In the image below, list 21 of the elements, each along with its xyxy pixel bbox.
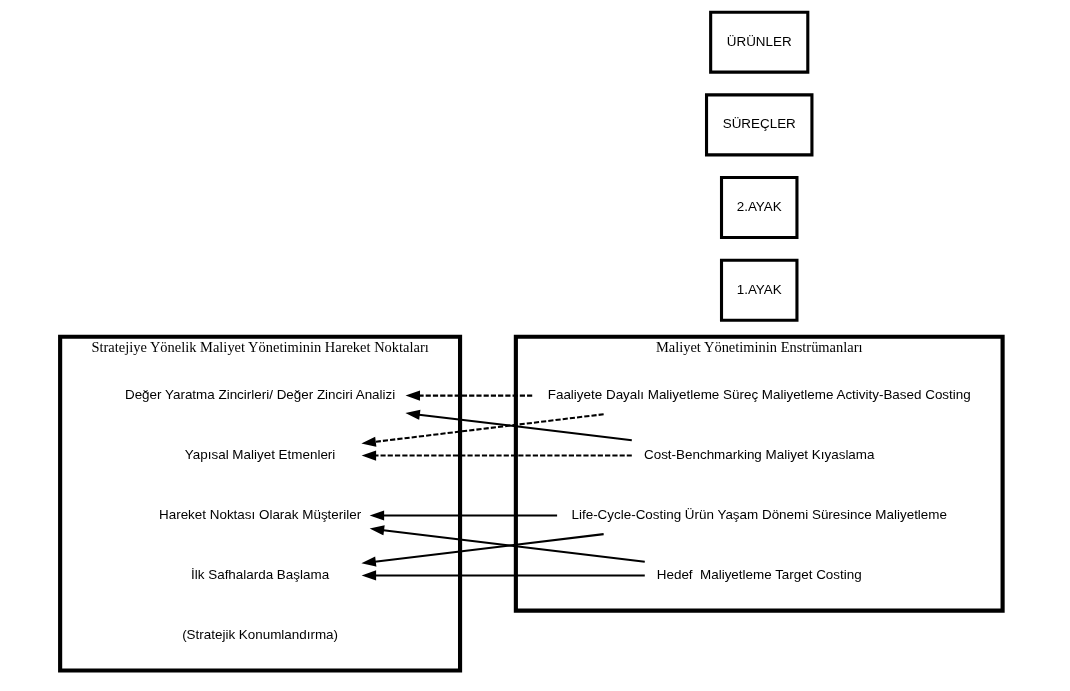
node-box: 2.AYAK xyxy=(719,176,798,240)
node-text: Life-Cycle-Costing Ürün Yaşam Dönemi Süresince Maliyetleme xyxy=(571,507,947,523)
arrow xyxy=(361,450,632,461)
node-text: Değer Yaratma Zincirleri/ Değer Zinciri Analizi xyxy=(124,387,395,403)
arrow xyxy=(404,409,632,442)
node-box: SÜREÇLER xyxy=(704,93,813,157)
node-text: Yapısal Maliyet Etmenleri xyxy=(184,447,335,463)
node-text: Hareket Noktası Olarak Müşteriler xyxy=(158,507,361,523)
node-text: Hedef Maliyetleme Target Costing xyxy=(656,566,862,582)
arrow xyxy=(360,533,604,567)
arrow xyxy=(405,390,532,401)
node-text: Cost-Benchmarking Maliyet Kıyaslama xyxy=(643,447,874,463)
node-text: İlk Safhalarda Başlama xyxy=(190,566,329,582)
arrow xyxy=(361,570,645,581)
arrow xyxy=(360,413,604,447)
node-text: Faaliyete Dayalı Maliyetleme Süreç Maliyetleme Activity-Based Costing xyxy=(547,387,971,403)
node-box: ÜRÜNLER xyxy=(708,10,809,74)
label: (Stratejik Konumlandırma) xyxy=(181,626,338,642)
node-box: 1.AYAK xyxy=(719,258,798,322)
arrow xyxy=(369,510,557,521)
arrow xyxy=(369,525,645,563)
